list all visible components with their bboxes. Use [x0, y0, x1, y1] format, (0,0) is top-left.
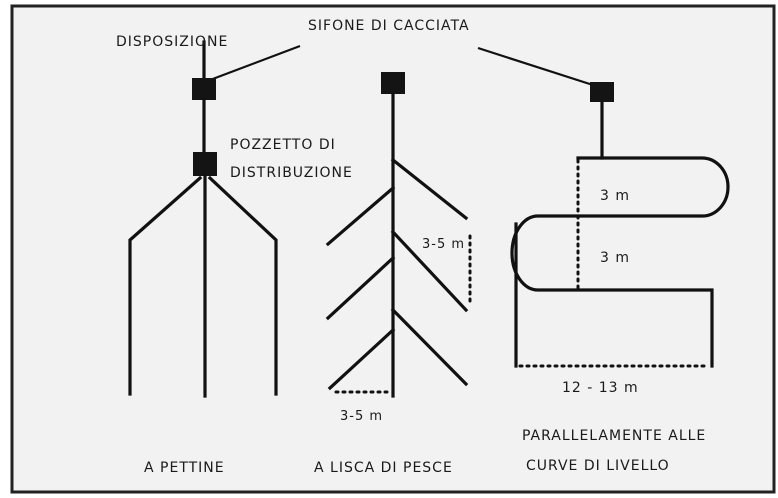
lisca-rib-left-2 — [325, 255, 396, 321]
lisca-bottom-spacing-label: 3-5 m — [340, 409, 383, 424]
curve-width-label: 12 - 13 m — [562, 380, 639, 396]
caption-pettine: A PETTINE — [144, 460, 225, 476]
lisca-rib-right-1 — [390, 157, 469, 221]
lisca-rib-right-2 — [390, 229, 469, 313]
curve-loop-upper-label: 3 m — [600, 188, 630, 204]
pozzetto-label-line2: DISTRIBUZIONE — [230, 165, 353, 181]
pettine-right-trench — [207, 175, 278, 396]
lisca-rib-left-1 — [325, 185, 396, 247]
lisca-rib-left-3 — [327, 327, 396, 391]
pettine-pozzetto-box — [193, 152, 217, 176]
caption-lisca: A LISCA DI PESCE — [314, 460, 453, 476]
lisca-vertical-spacing-label: 3-5 m — [422, 237, 465, 252]
lisca-sifone-box — [381, 72, 405, 94]
disposizione-label: DISPOSIZIONE — [116, 34, 228, 50]
pettine-left-trench — [128, 175, 203, 396]
caption-curve-line1: PARALLELAMENTE ALLE — [522, 428, 706, 444]
sifone-leader-right — [477, 46, 597, 88]
curve-loop-lower-label: 3 m — [600, 250, 630, 266]
curve-serpentine-trench — [510, 156, 730, 368]
lisca-rib-right-3 — [390, 307, 469, 387]
pettine-sifone-box — [192, 78, 216, 100]
pozzetto-label-line1: POZZETTO DI — [230, 137, 336, 153]
curve-sifone-box — [590, 82, 614, 102]
caption-curve-line2: CURVE DI LIVELLO — [526, 458, 670, 474]
sifone-label: SIFONE DI CACCIATA — [308, 18, 470, 34]
